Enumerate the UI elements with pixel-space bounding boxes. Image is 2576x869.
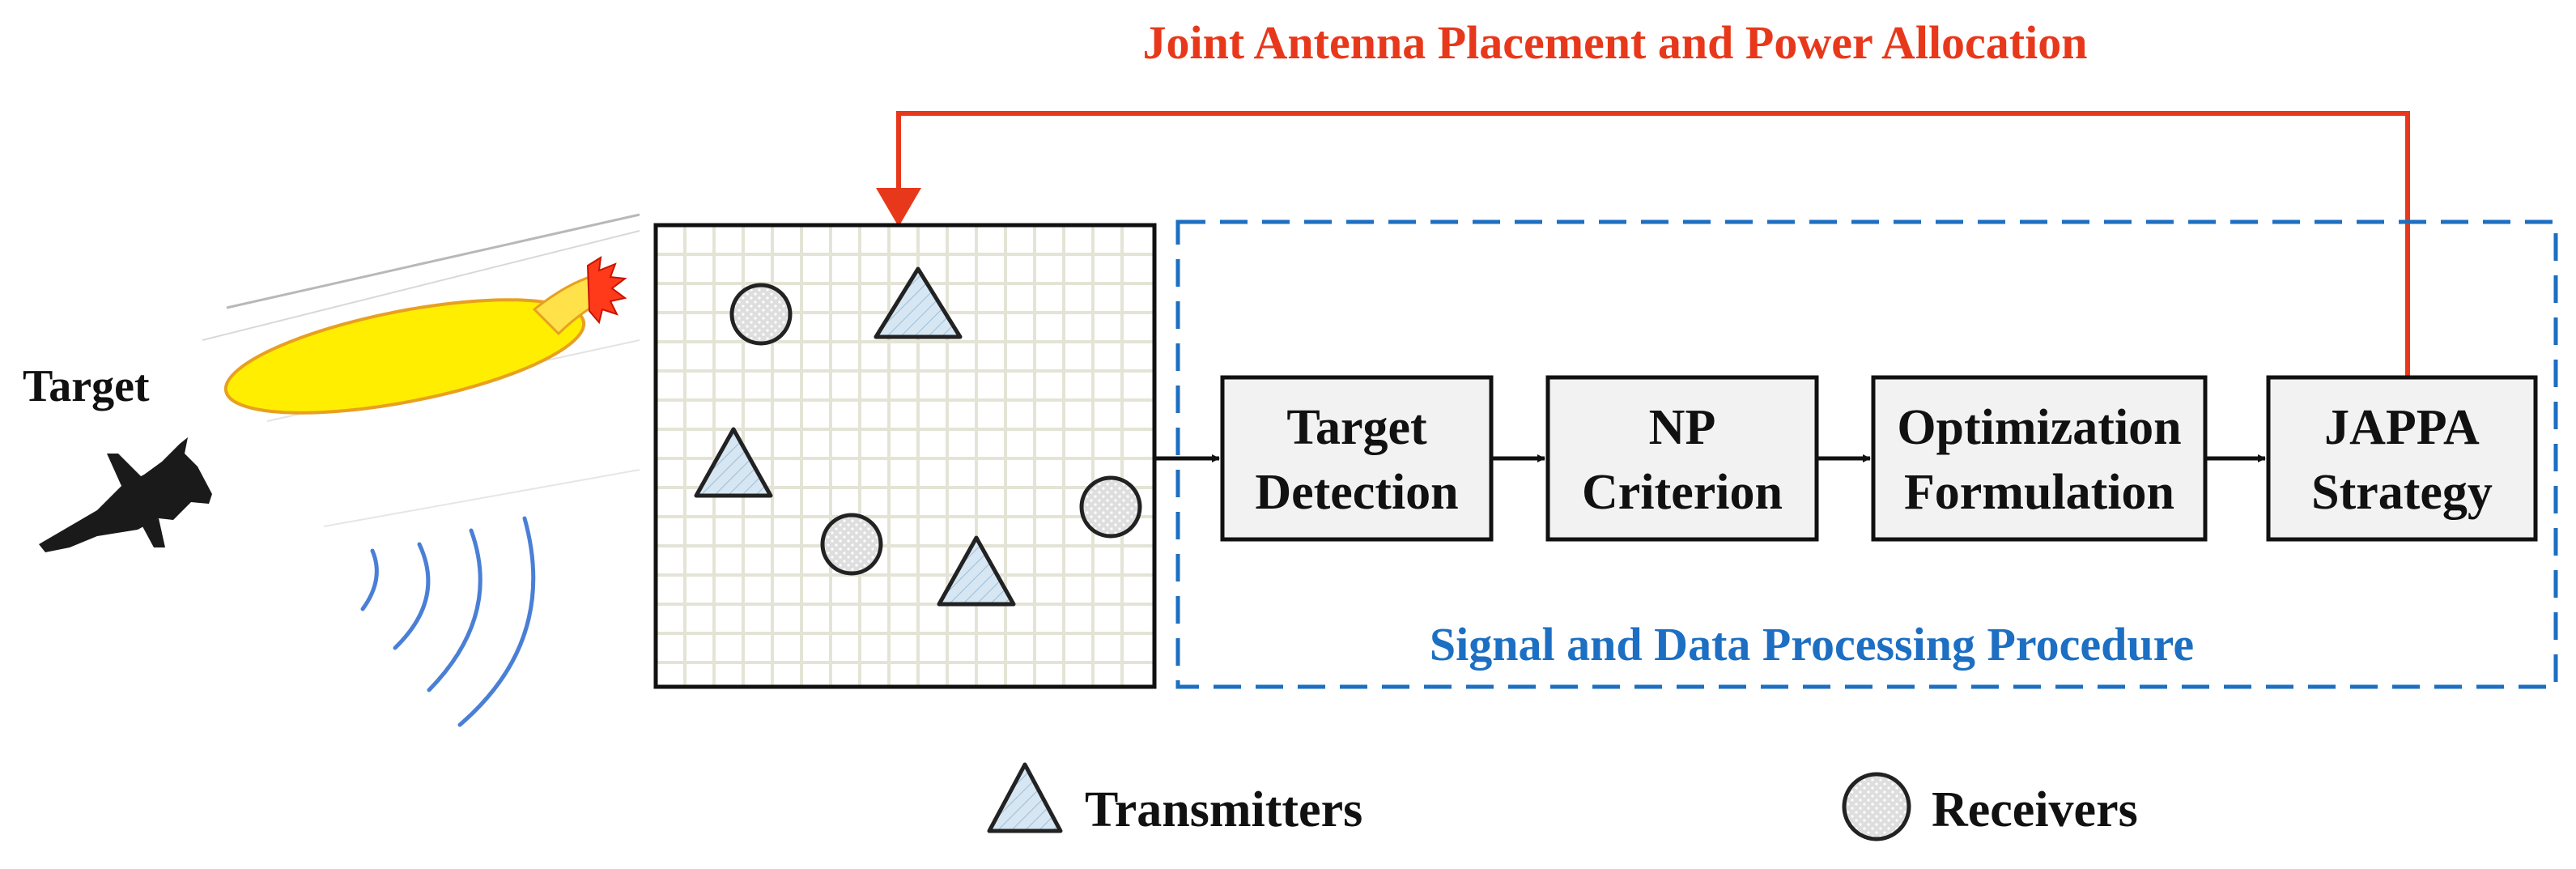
step-label-line1: JAPPA [2324, 400, 2480, 455]
transmitter-triangle-icon [987, 762, 1063, 833]
transmitter-triangle-icon [874, 266, 963, 339]
receiver-circle-icon [729, 283, 793, 346]
receiver-circle-icon [1079, 475, 1142, 539]
signal-wave-icon [360, 516, 536, 727]
receiver-circle-icon [1842, 772, 1911, 841]
radar-beam-icon [202, 213, 640, 527]
transmitter-triangle-icon [694, 427, 773, 498]
processing-region [1175, 219, 2558, 689]
legend-receivers-label: Receivers [1932, 782, 2138, 837]
legend: Transmitters Receivers [987, 762, 2138, 841]
transmitter-triangle-icon [937, 535, 1016, 607]
step-label-line2: Strategy [2311, 465, 2493, 520]
process-step-optimization-formulation: Optimization Formulation [1871, 375, 2208, 542]
feedback-arrow [876, 111, 2410, 381]
process-step-target-detection: Target Detection [1220, 375, 1494, 542]
step-label-line2: Criterion [1582, 465, 1783, 520]
process-step-jappa-strategy: JAPPA Strategy [2266, 375, 2538, 542]
process-step-np-criterion: NP Criterion [1545, 375, 1819, 542]
step-label-line1: NP [1649, 400, 1716, 455]
top-title: Joint Antenna Placement and Power Alloca… [1143, 16, 2088, 69]
antenna-field [653, 223, 1157, 689]
step-label-line1: Optimization [1897, 400, 2181, 455]
step-label-line1: Target [1286, 400, 1427, 455]
step-label-line2: Detection [1255, 465, 1458, 520]
legend-transmitters-label: Transmitters [1085, 782, 1362, 837]
step-label-line2: Formulation [1904, 465, 2174, 520]
target-label: Target [23, 361, 150, 411]
processing-region-label: Signal and Data Processing Procedure [1430, 618, 2194, 671]
fighter-jet-icon [39, 437, 212, 552]
receiver-circle-icon [820, 513, 883, 576]
